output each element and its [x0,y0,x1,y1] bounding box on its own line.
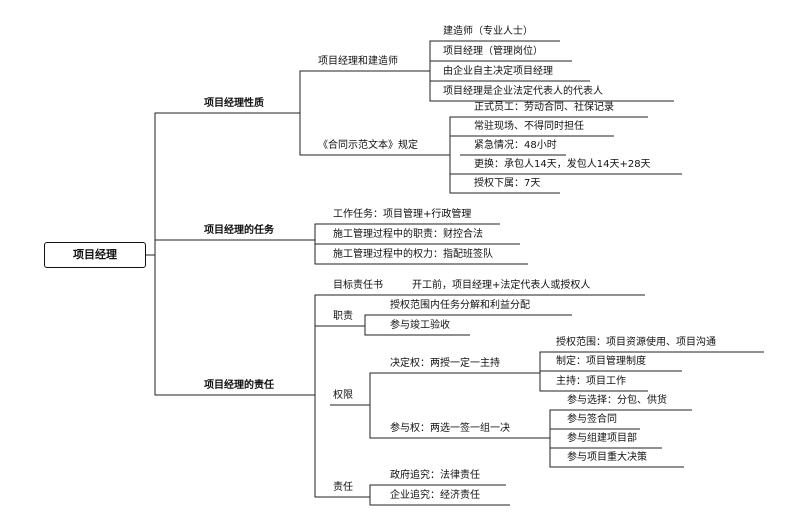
leaf: 授权下属：7天 [474,178,541,189]
node-decide: 决定权：两授一定一主持 [390,358,500,369]
root-node: 项目经理 [44,242,146,268]
leaf: 正式员工：劳动合同、社保记录 [474,102,614,113]
leaf: 工作任务：项目管理+行政管理 [333,209,472,220]
leaf: 企业追究：经济责任 [390,490,480,501]
leaf: 参与组建项目部 [567,433,637,444]
node-liability: 责任 [333,482,353,493]
node-duty: 职责 [333,311,353,322]
leaf: 主持：项目工作 [556,376,626,387]
leaf: 参与选择：分包、供货 [567,395,667,406]
leaf: 参与竣工验收 [390,320,450,331]
node-target: 目标责任书 [333,280,383,291]
node-participate: 参与权：两选一签一组一决 [390,423,510,434]
branch-nature: 项目经理性质 [204,98,264,109]
leaf: 开工前，项目经理+法定代表人或授权人 [412,280,591,291]
leaf: 项目经理是企业法定代表人的代表人 [443,86,603,97]
connector-root-resp [154,255,198,396]
leaf: 政府追究：法律责任 [390,470,480,481]
leaf: 常驻现场、不得同时担任 [474,121,584,132]
leaf: 参与项目重大决策 [567,452,647,463]
leaf: 项目经理（管理岗位） [443,46,543,57]
leaf: 授权范围内任务分解和利益分配 [390,300,530,311]
leaf: 施工管理过程中的职责：财控合法 [333,229,483,240]
leaf: 紧急情况：48小时 [474,140,557,151]
leaf: 施工管理过程中的权力：指配班签队 [333,249,493,260]
leaf: 建造师（专业人士） [443,26,533,37]
node-power: 权限 [333,390,353,401]
leaf: 授权范围：项目资源使用、项目沟通 [556,337,716,348]
branch-resp: 项目经理的责任 [204,380,274,391]
branch-tasks: 项目经理的任务 [204,225,274,236]
node-g2: 《合同示范文本》规定 [318,140,418,151]
node-g1: 项目经理和建造师 [318,56,398,67]
leaf: 由企业自主决定项目经理 [443,66,553,77]
leaf: 参与签合同 [567,414,617,425]
connector-root-nature [146,112,198,256]
leaf: 更换：承包人14天，发包人14天+28天 [474,159,651,170]
leaf: 制定：项目管理制度 [556,356,646,367]
